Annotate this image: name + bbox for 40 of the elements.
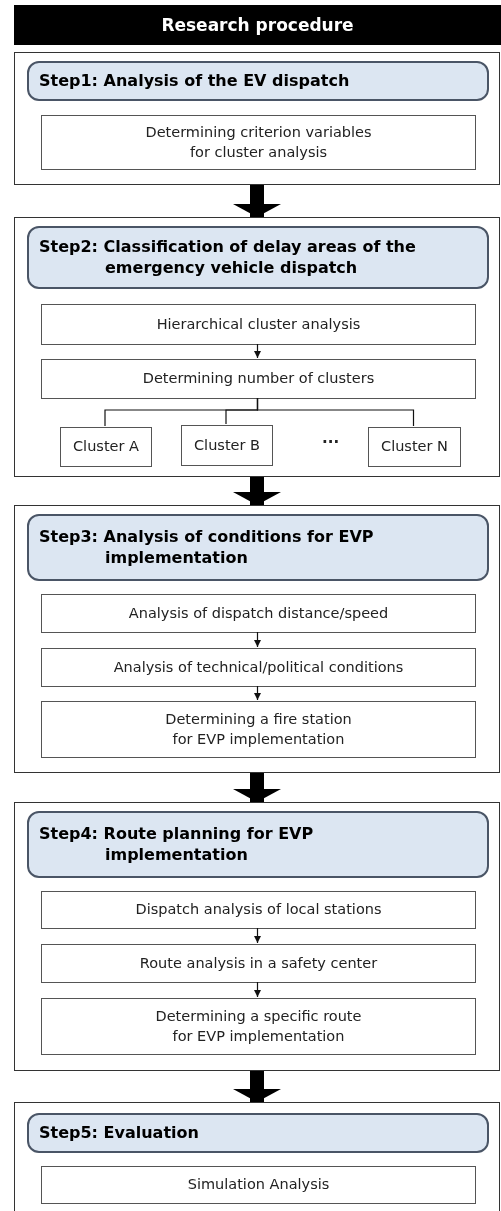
step-heading: Step1: Analysis of the EV dispatch [38,70,350,92]
ellipsis-text: ··· [322,433,340,451]
block-arrow [233,1071,281,1102]
process-box: Simulation Analysis [41,1166,476,1204]
process-box: Dispatch analysis of local stations [41,891,476,929]
process-box: Determining criterion variables for cluster analysis [41,115,476,170]
step-panel [14,802,500,1071]
step-heading: Step5: Evaluation [38,1122,200,1144]
cluster-box: Cluster B [181,425,273,466]
arrow [254,685,261,701]
process-box: Analysis of dispatch distance/speed [41,594,476,633]
step-header-box [27,811,489,878]
cluster-box: Cluster N [368,427,461,467]
step-panel [14,217,500,477]
process-box: Determining number of clusters [41,359,476,399]
arrow [254,343,261,359]
step-panel [14,1102,500,1211]
step-header-box [27,61,489,101]
connector-line [256,397,415,427]
step-heading: Step3: Analysis of conditions for EVP implementation [38,526,375,569]
step-heading: Step2: Classification of delay areas of the emergency vehicle dispatch [38,236,417,279]
process-box: Hierarchical cluster analysis [41,304,476,345]
block-arrow [233,185,281,217]
step-header-box [27,1113,489,1153]
arrow [254,981,261,998]
step-panel [14,52,500,185]
arrow [254,631,261,648]
process-box: Analysis of technical/political conditions [41,648,476,687]
step-panel [14,505,500,773]
step-heading: Step4: Route planning for EVP implementation [38,823,315,866]
block-arrow [233,773,281,802]
process-box: Determining a specific route for EVP implementation [41,998,476,1055]
step-header-box [27,226,489,289]
title-bar: Research procedure [14,5,501,45]
arrow [254,927,261,944]
process-box: Route analysis in a safety center [41,944,476,983]
process-box: Determining a fire station for EVP implementation [41,701,476,758]
block-arrow [233,477,281,505]
step-header-box [27,514,489,581]
cluster-box: Cluster A [60,427,152,467]
